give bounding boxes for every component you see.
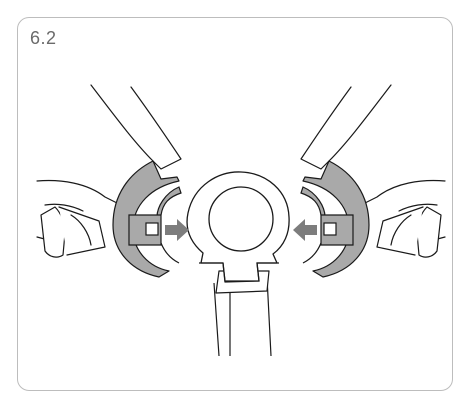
right-hand-icon xyxy=(300,84,446,258)
central-buckle-icon xyxy=(186,171,290,283)
crotch-strap-icon xyxy=(213,270,272,357)
instruction-panel: 6.2 xyxy=(17,17,453,391)
buckle-illustration xyxy=(36,84,446,357)
arrow-right-icon xyxy=(165,219,189,241)
left-buckle-tongue-icon xyxy=(112,160,182,278)
arrow-left-icon xyxy=(293,219,317,241)
right-buckle-tongue-icon xyxy=(300,160,370,278)
step-number: 6.2 xyxy=(30,28,57,48)
left-hand-icon xyxy=(36,84,182,258)
